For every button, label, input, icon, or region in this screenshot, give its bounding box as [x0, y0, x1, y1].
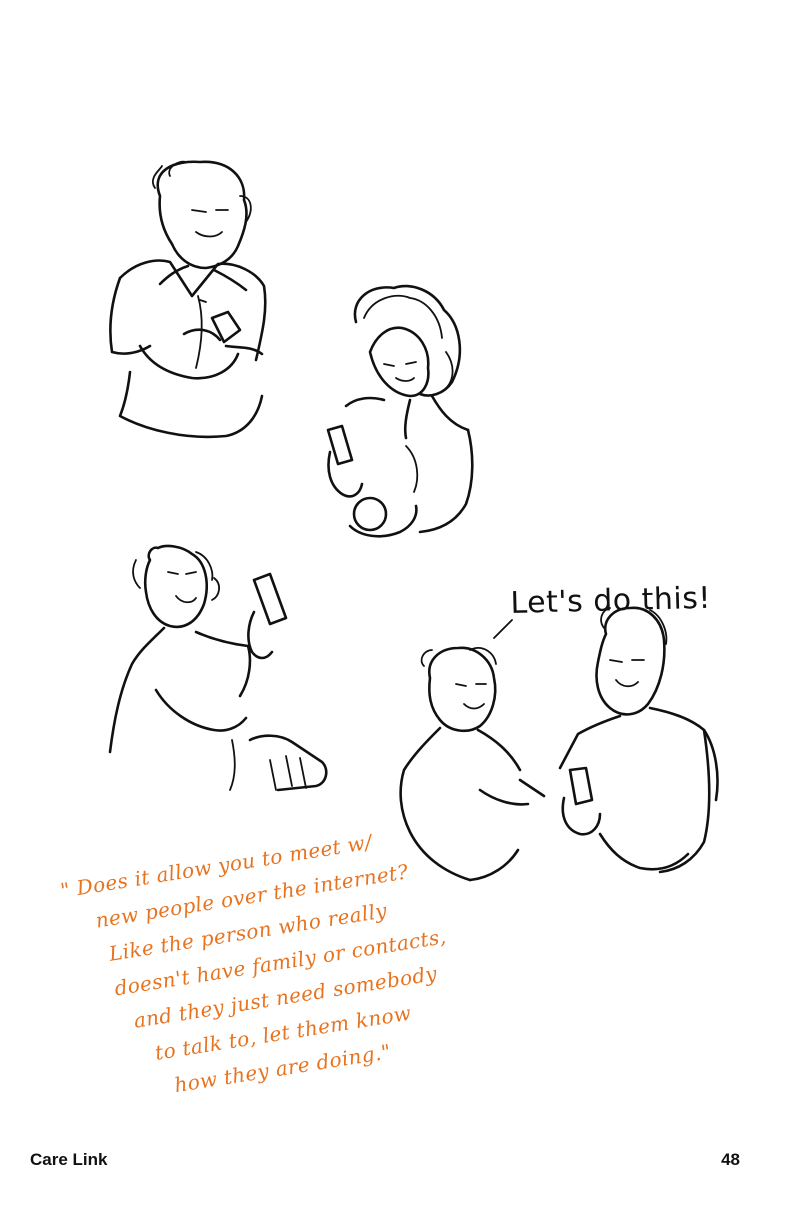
- figure-man-holding-phone: [109, 160, 267, 439]
- figure-woman-with-phone-and-ball: [326, 284, 474, 538]
- footer-title: Care Link: [30, 1150, 108, 1169]
- page-number: 48: [721, 1150, 740, 1169]
- speech-bubble-text: Let's do this!: [510, 580, 712, 621]
- figure-man-looking-up-at-phone: [108, 544, 328, 792]
- figure-two-men-with-phone: [399, 606, 719, 882]
